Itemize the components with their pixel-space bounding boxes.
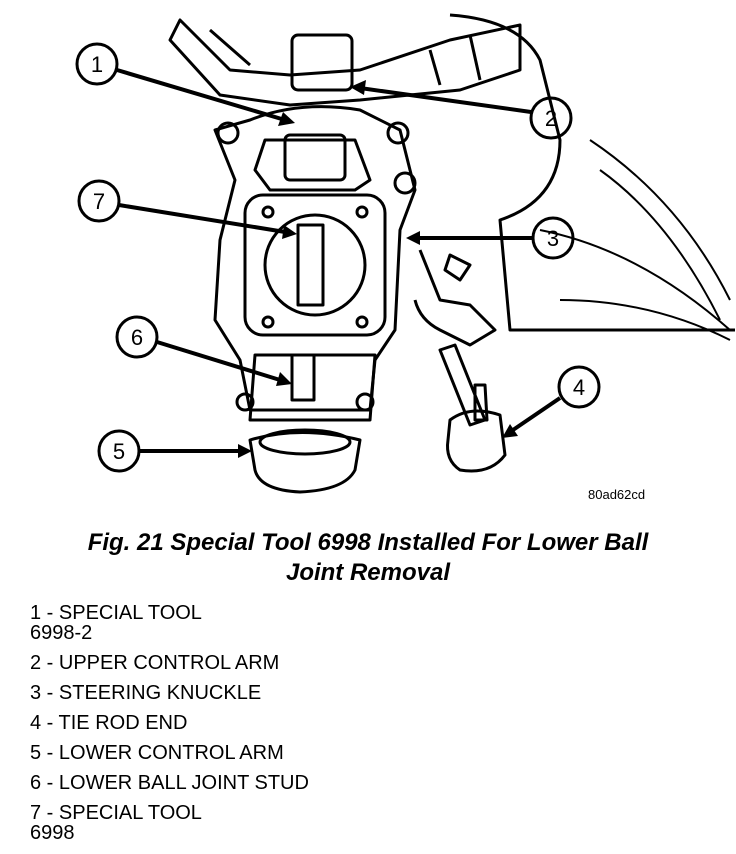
- arrowhead-1: [278, 112, 295, 126]
- legend-item-text: 7 - SPECIAL TOOL: [30, 802, 202, 824]
- plate-bolt: [355, 205, 369, 219]
- legend-item: 3 - STEERING KNUCKLE: [30, 683, 309, 703]
- mounting-hole: [216, 121, 240, 145]
- callout-arrow-2: [359, 86, 532, 114]
- mounting-hole: [393, 171, 417, 195]
- legend-item: 5 - LOWER CONTROL ARM: [30, 743, 309, 763]
- callout-arrow-4: [508, 396, 562, 434]
- lower-control-arm-bushing: [258, 428, 352, 456]
- background-arc: [559, 299, 731, 341]
- upper-control-arm: [168, 18, 522, 107]
- arrowhead-4: [502, 424, 518, 438]
- knuckle-upper-block: [283, 133, 347, 182]
- callout-arrow-1: [116, 68, 286, 122]
- legend-item: 2 - UPPER CONTROL ARM: [30, 653, 309, 673]
- callout-arrow-7: [118, 203, 286, 234]
- background-arc: [599, 169, 721, 321]
- callout-number-2: 2: [545, 106, 557, 131]
- parts-legend: 1 - SPECIAL TOOL 6998-2 2 - UPPER CONTRO…: [30, 603, 309, 853]
- arrowhead-6: [276, 372, 292, 386]
- plate-bolt: [355, 315, 369, 329]
- clamp-bolt: [355, 392, 375, 412]
- vehicle-body: [449, 13, 735, 332]
- arrowhead-2: [350, 80, 366, 95]
- legend-item-text: 5 - LOWER CONTROL ARM: [30, 742, 284, 764]
- callout-circle-1: [75, 42, 119, 86]
- legend-item: 6 - LOWER BALL JOINT STUD: [30, 773, 309, 793]
- callout-number-1: 1: [91, 52, 103, 77]
- legend-item: 4 - TIE ROD END: [30, 713, 309, 733]
- steering-knuckle: [213, 105, 417, 412]
- lower-ball-joint-stud: [290, 353, 316, 402]
- arrowhead-5: [238, 444, 252, 458]
- legend-item-text: 6 - LOWER BALL JOINT STUD: [30, 772, 309, 794]
- callout-number-6: 6: [131, 325, 143, 350]
- callout-circle-6: [115, 315, 159, 359]
- legend-item-text: 2 - UPPER CONTROL ARM: [30, 652, 280, 674]
- knuckle-inner: [253, 138, 372, 192]
- legend-item-text: 3 - STEERING KNUCKLE: [30, 682, 262, 704]
- legend-item: 7 - SPECIAL TOOL 6998: [30, 803, 309, 843]
- background-arc: [589, 139, 731, 301]
- legend-item-text: 4 - TIE ROD END: [30, 712, 188, 734]
- tie-rod-stud: [473, 383, 489, 422]
- knuckle-plate: [243, 193, 387, 337]
- callout-circle-4: [557, 365, 601, 409]
- figure-code: 80ad62cd: [588, 487, 646, 502]
- callout-number-3: 3: [547, 226, 559, 251]
- callout-circle-7: [77, 179, 121, 223]
- special-tool-6998-2: [290, 33, 354, 92]
- tie-rod-link: [413, 249, 497, 347]
- suspension-illustration: 1 2 3 4 5 6 7: [75, 13, 735, 494]
- legend-item-part-number: 6998: [30, 822, 75, 844]
- figure-caption: Fig. 21 Special Tool 6998 Installed For …: [0, 528, 736, 588]
- caption-line-2: Joint Removal: [285, 559, 451, 586]
- caption-line-1: Fig. 21 Special Tool 6998 Installed For …: [87, 529, 649, 556]
- callout-number-5: 5: [113, 439, 125, 464]
- arrowhead-7: [282, 225, 297, 239]
- callout-number-7: 7: [93, 189, 105, 214]
- arrowhead-3: [406, 231, 420, 245]
- callout-circle-2: [529, 96, 573, 140]
- mounting-hole: [386, 121, 410, 145]
- tie-rod-link-nut: [443, 253, 472, 282]
- lower-control-arm: [248, 431, 362, 494]
- upper-control-arm-detail: [209, 28, 482, 86]
- special-tool-6998: [296, 223, 325, 307]
- clamp-bolt: [235, 392, 255, 412]
- callout-number-4: 4: [573, 375, 585, 400]
- hub-circle: [263, 213, 367, 317]
- plate-bolt: [261, 315, 275, 329]
- background-arc: [539, 229, 731, 331]
- callout-arrow-6: [156, 340, 281, 382]
- legend-item-text: 1 - SPECIAL TOOL: [30, 602, 202, 624]
- legend-item-part-number: 6998-2: [30, 622, 93, 644]
- plate-bolt: [261, 205, 275, 219]
- legend-item: 1 - SPECIAL TOOL 6998-2: [30, 603, 309, 643]
